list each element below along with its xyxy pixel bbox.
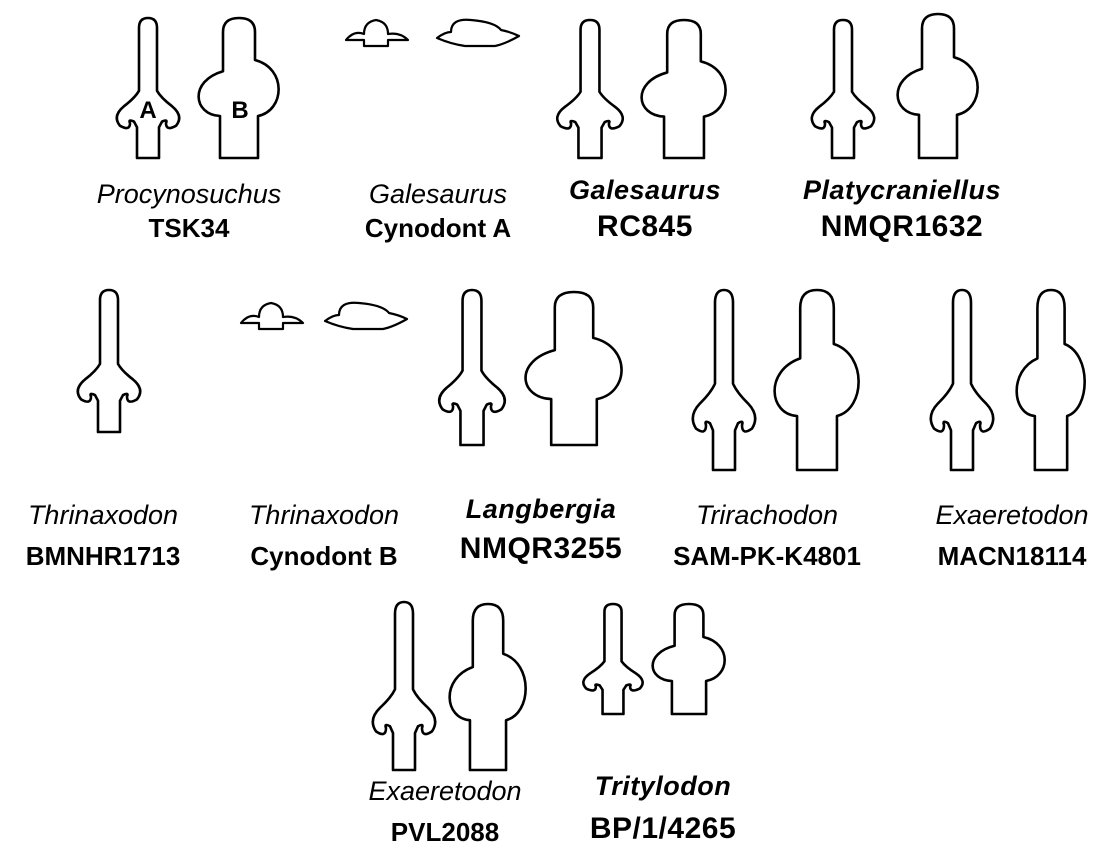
genus-label: Trirachodon	[696, 500, 838, 530]
outline-b	[199, 18, 279, 158]
genus-label: Thrinaxodon	[249, 500, 399, 530]
outline-b	[642, 20, 726, 158]
specimen-group	[812, 14, 978, 158]
specimen-id-label: Cynodont B	[250, 541, 397, 571]
outline-a	[439, 290, 505, 445]
genus-label: Galesaurus	[569, 175, 721, 205]
genus-label: Platycraniellus	[803, 175, 1001, 205]
specimen-group	[373, 602, 526, 770]
specimen-group	[117, 18, 279, 158]
specimen-group	[241, 303, 407, 329]
specimen-group	[693, 290, 859, 470]
specimen-group	[439, 290, 621, 445]
outline-a	[931, 290, 993, 470]
outline-b	[898, 14, 978, 158]
genus-label: Procynosuchus	[97, 179, 282, 209]
outline-a	[78, 290, 140, 432]
specimen-id-label: PVL2088	[391, 817, 499, 847]
genus-label: Galesaurus	[369, 179, 507, 209]
specimen-id-label: SAM-PK-K4801	[673, 541, 861, 571]
outline-a-small	[346, 20, 408, 46]
genus-label: Exaeretodon	[935, 500, 1088, 530]
specimen-id-label: Cynodont A	[365, 213, 512, 243]
outline-b	[1017, 290, 1085, 470]
outline-a	[373, 602, 435, 770]
specimen-id-label: TSK34	[149, 213, 230, 243]
genus-label: Tritylodon	[595, 771, 732, 801]
outline-a	[117, 18, 179, 158]
marker-b: B	[231, 97, 248, 124]
outline-b-small	[437, 20, 519, 46]
outline-b	[450, 604, 526, 770]
specimen-group	[931, 290, 1085, 470]
specimen-group	[557, 20, 725, 158]
specimen-group	[583, 604, 724, 714]
outline-a	[812, 20, 874, 158]
specimen-id-label: NMQR3255	[460, 532, 622, 565]
genus-label: Exaeretodon	[368, 776, 521, 806]
specimen-id-label: BMNHR1713	[26, 541, 181, 571]
specimen-group	[78, 290, 140, 432]
specimen-id-label: MACN18114	[938, 541, 1087, 571]
specimen-group	[346, 20, 519, 46]
outline-a	[557, 20, 623, 158]
outline-a	[583, 604, 642, 714]
specimen-id-label: NMQR1632	[821, 210, 983, 243]
outline-a-small	[241, 303, 303, 329]
outline-b	[653, 604, 725, 714]
shape-outlines	[78, 14, 1085, 770]
specimen-id-label: RC845	[597, 210, 693, 243]
outline-b	[775, 290, 859, 470]
outline-b	[526, 292, 622, 445]
marker-a: A	[139, 97, 156, 124]
specimen-id-label: BP/1/4265	[590, 812, 736, 845]
outline-a	[693, 290, 755, 470]
genus-label: Thrinaxodon	[28, 500, 178, 530]
outline-b-small	[325, 303, 407, 329]
genus-label: Langbergia	[466, 494, 617, 524]
